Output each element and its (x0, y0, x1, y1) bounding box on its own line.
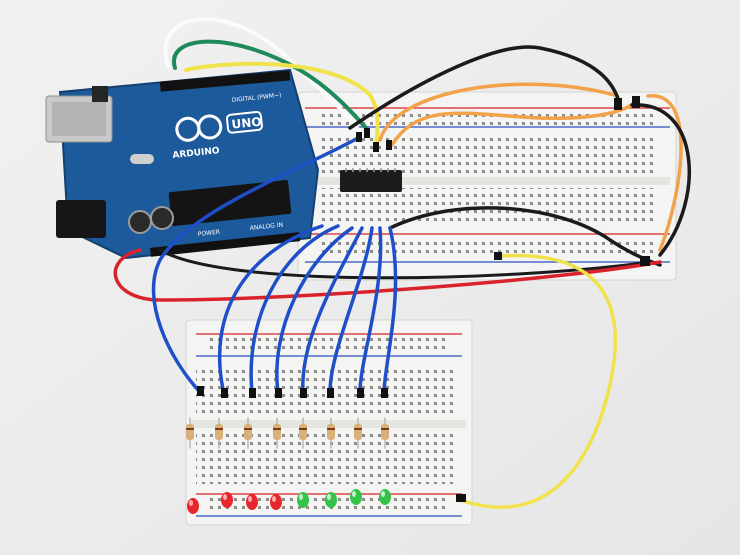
led-green-4 (379, 489, 391, 505)
led-array (187, 489, 391, 514)
logo-text: ARDUINO (172, 146, 220, 161)
wire-blue-8 (382, 226, 398, 394)
wire-blue-4 (275, 226, 354, 394)
led-green-1 (297, 492, 309, 508)
arduino-uno-board: ARDUINO UNO DIGITAL (PWM~) POWER ANALOG … (45, 68, 320, 260)
wire-blue-5 (301, 226, 364, 394)
wire-blue-2 (218, 224, 324, 396)
digital-header (159, 70, 291, 92)
wire-black-mid (388, 206, 662, 267)
power-jack (56, 200, 106, 238)
power-label: POWER (197, 229, 220, 238)
wire-orange-1 (378, 82, 617, 142)
wire-blue-6 (328, 226, 374, 394)
wire-yellow-long (458, 253, 617, 509)
wire-red (113, 248, 662, 302)
led-red-2 (221, 492, 233, 508)
wire-black-right (630, 103, 692, 257)
wire-white (163, 17, 362, 134)
shift-register-chip (340, 168, 402, 192)
resistor-array (186, 417, 389, 449)
arduino-logo: ARDUINO UNO (172, 110, 263, 161)
reset-button[interactable] (92, 86, 108, 102)
wire-green (172, 39, 368, 130)
wire-blue-3 (249, 224, 340, 394)
led-red-3 (246, 494, 258, 510)
model-text: UNO (231, 115, 262, 132)
analog-label: ANALOG IN (249, 222, 283, 232)
wire-orange-3 (646, 94, 683, 252)
wire-black-bottom (158, 248, 652, 280)
wire-blue-7 (358, 226, 383, 394)
wire-black-top (348, 45, 622, 130)
led-green-3 (350, 489, 362, 505)
led-red-1 (187, 498, 199, 514)
led-red-4 (270, 494, 282, 510)
led-green-2 (325, 492, 337, 508)
jumper-wires (113, 17, 692, 509)
wire-connectors (197, 96, 650, 502)
wire-yellow-top (184, 61, 380, 148)
power-analog-header (149, 232, 301, 257)
wire-blue-1 (151, 136, 360, 394)
